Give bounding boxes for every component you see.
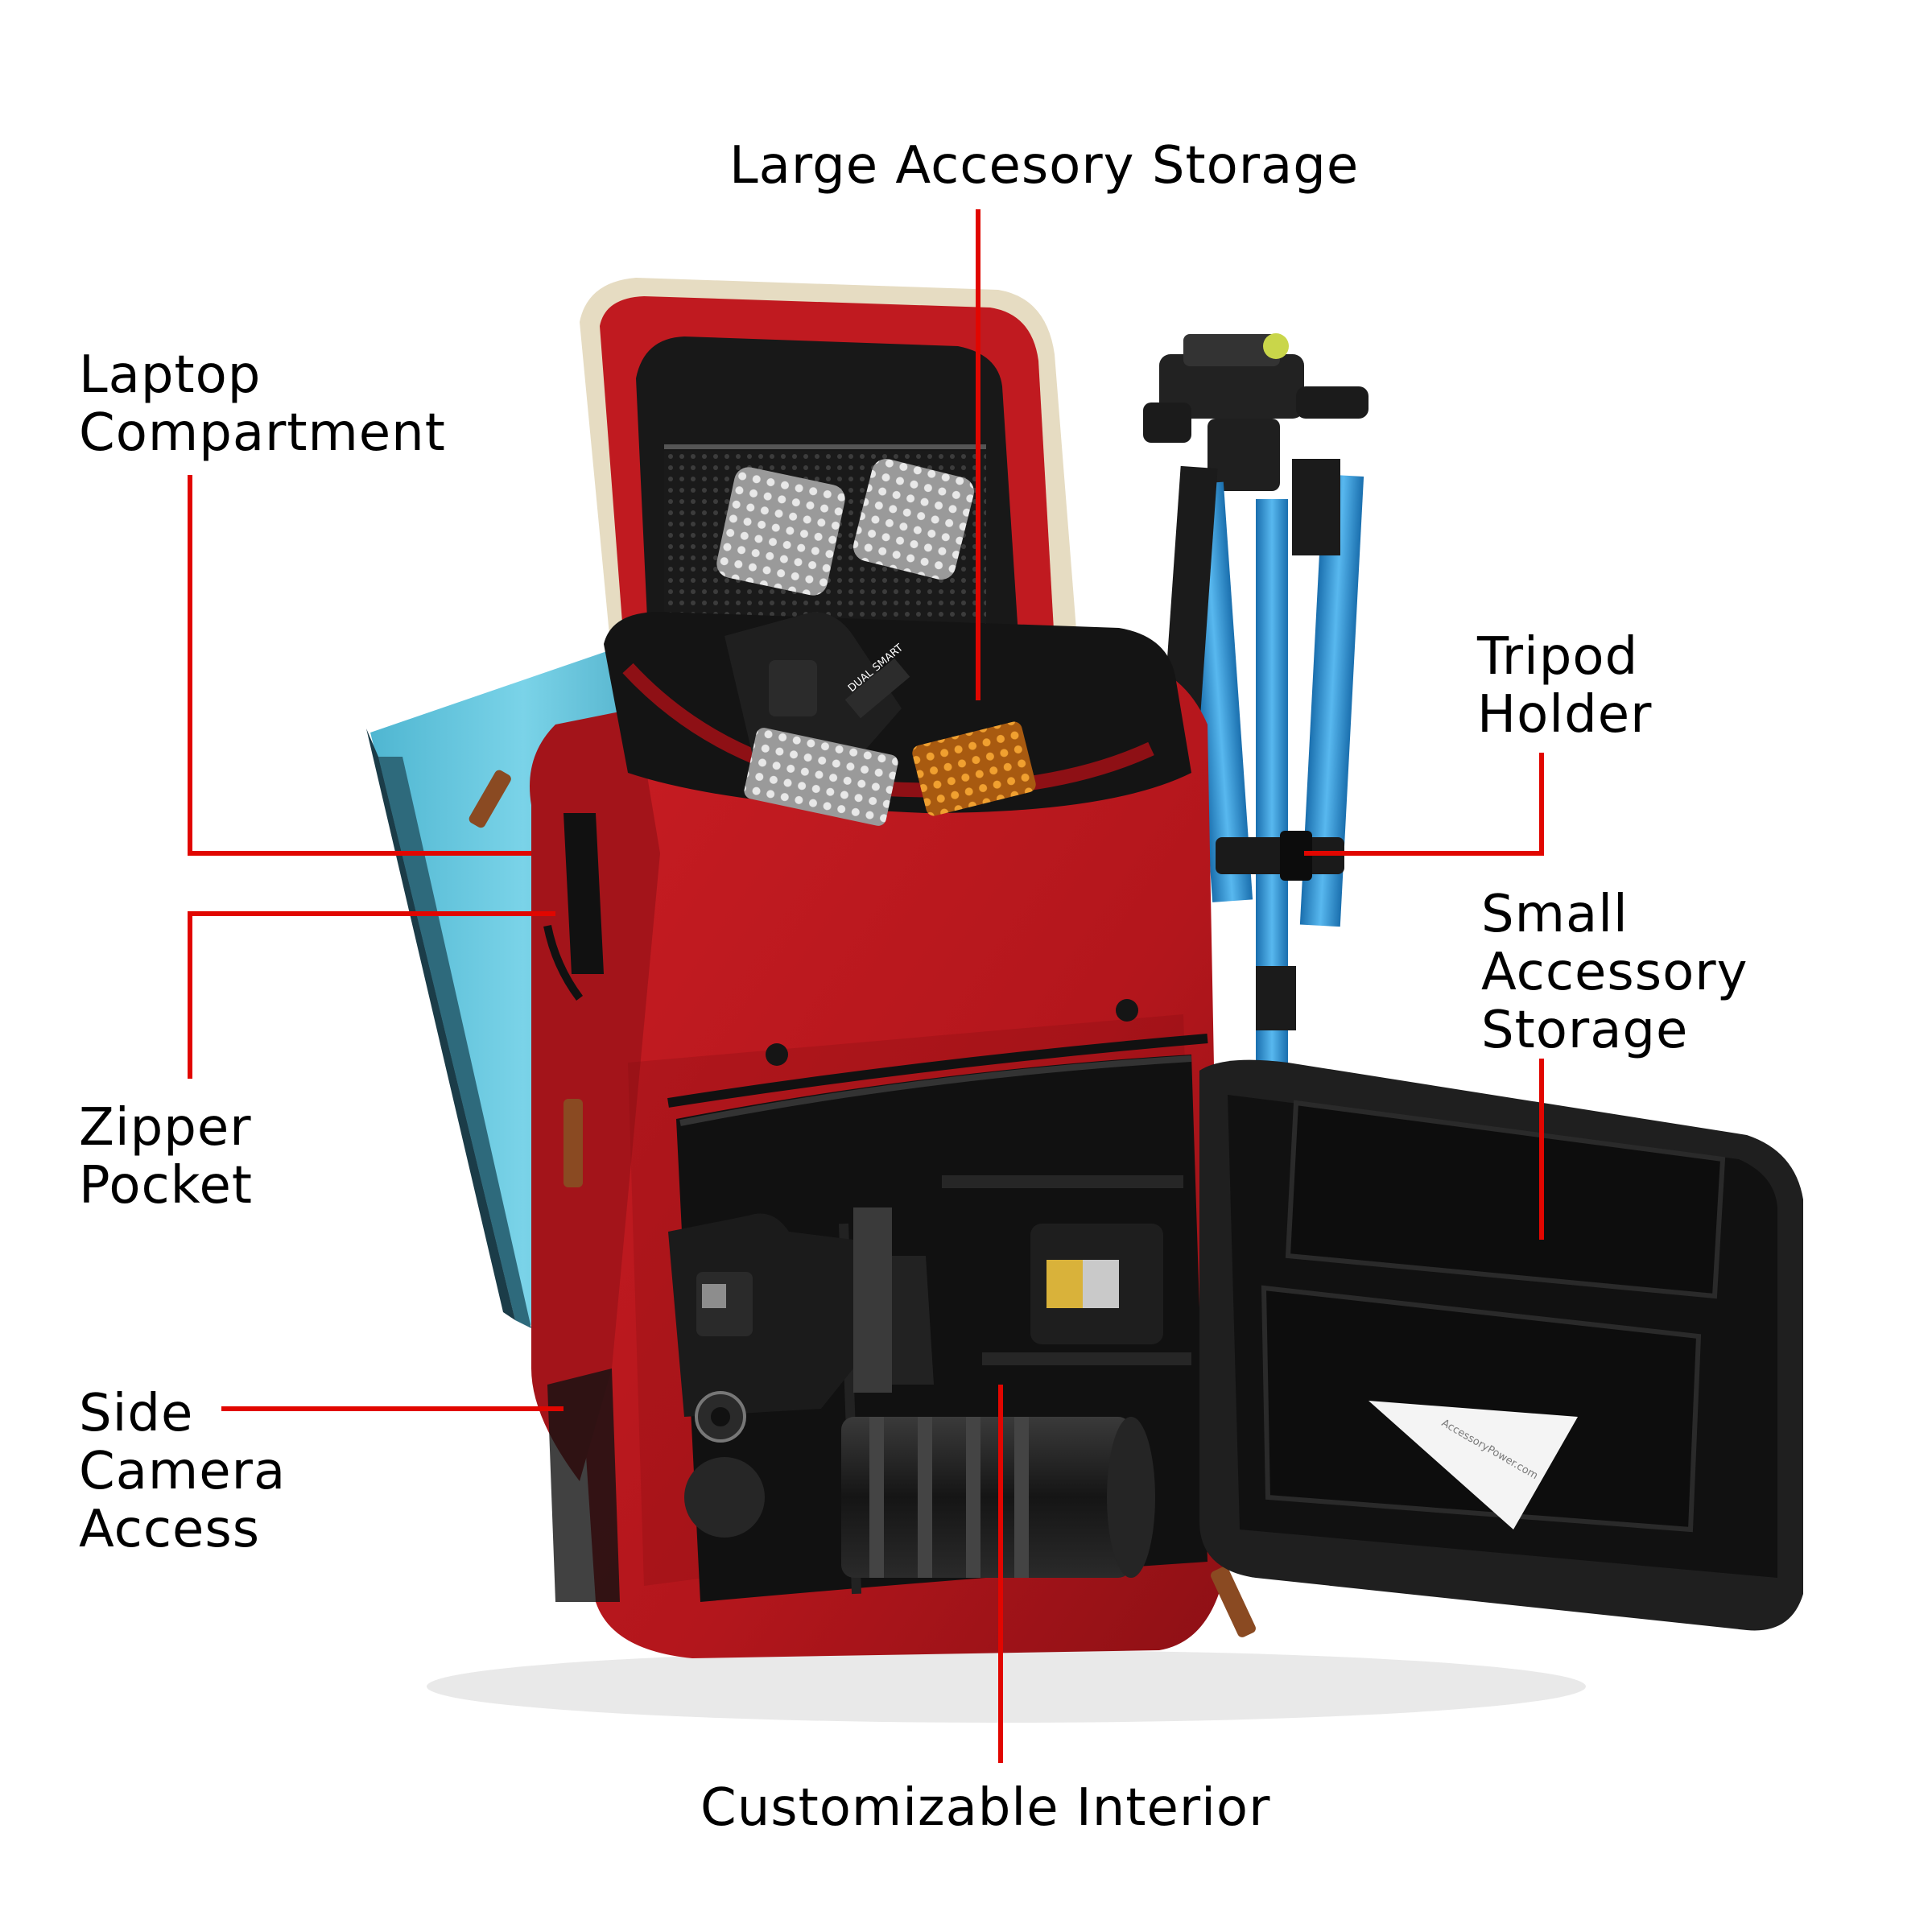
callout-line-1: Zipper — [79, 1098, 252, 1158]
leader-laptop — [188, 475, 531, 856]
callout-laptop-compartment: Laptop Compartment — [79, 346, 446, 462]
lens-icon — [841, 1417, 1155, 1578]
zipper-tab — [564, 1099, 583, 1187]
callout-line-1: Side — [79, 1384, 194, 1443]
callout-line-2: Holder — [1477, 685, 1653, 745]
callout-tripod-holder: Tripod Holder — [1477, 628, 1652, 744]
callout-line-1: Tripod — [1477, 627, 1639, 687]
callout-line-1: Customizable Interior — [700, 1778, 1271, 1838]
callout-line-1: Large Accesory Storage — [729, 136, 1360, 196]
zipper-tab — [1211, 1567, 1256, 1637]
camera-icon — [668, 1208, 934, 1538]
callout-line-1: Laptop — [79, 345, 262, 405]
callout-line-2: Compartment — [79, 403, 446, 463]
callout-large-accessory-storage: Large Accesory Storage — [729, 137, 1359, 195]
leader-tripod — [1304, 753, 1544, 856]
callout-small-accessory-storage: Small Accessory Storage — [1481, 886, 1748, 1059]
callout-customizable-interior: Customizable Interior — [700, 1779, 1270, 1837]
callout-lines — [188, 209, 1544, 1763]
cleaning-cloth-icon: AccessoryPower.com — [1368, 1401, 1578, 1530]
callout-line-2: Pocket — [79, 1156, 253, 1216]
callout-line-2: Camera — [79, 1442, 287, 1501]
callout-zipper-pocket: Zipper Pocket — [79, 1099, 253, 1215]
callout-line-3: Storage — [1481, 1001, 1689, 1060]
led-light-icon — [744, 721, 1036, 826]
callout-line-2: Accessory — [1481, 943, 1748, 1002]
leader-zipper — [188, 911, 555, 1079]
zipper-tab — [469, 770, 511, 828]
callout-line-1: Small — [1481, 885, 1629, 944]
callout-side-camera-access: Side Camera Access — [79, 1385, 286, 1558]
floor-shadow — [427, 1650, 1586, 1723]
backpack-illustration: DUAL SMART — [469, 278, 1803, 1658]
callout-line-3: Access — [79, 1500, 261, 1559]
